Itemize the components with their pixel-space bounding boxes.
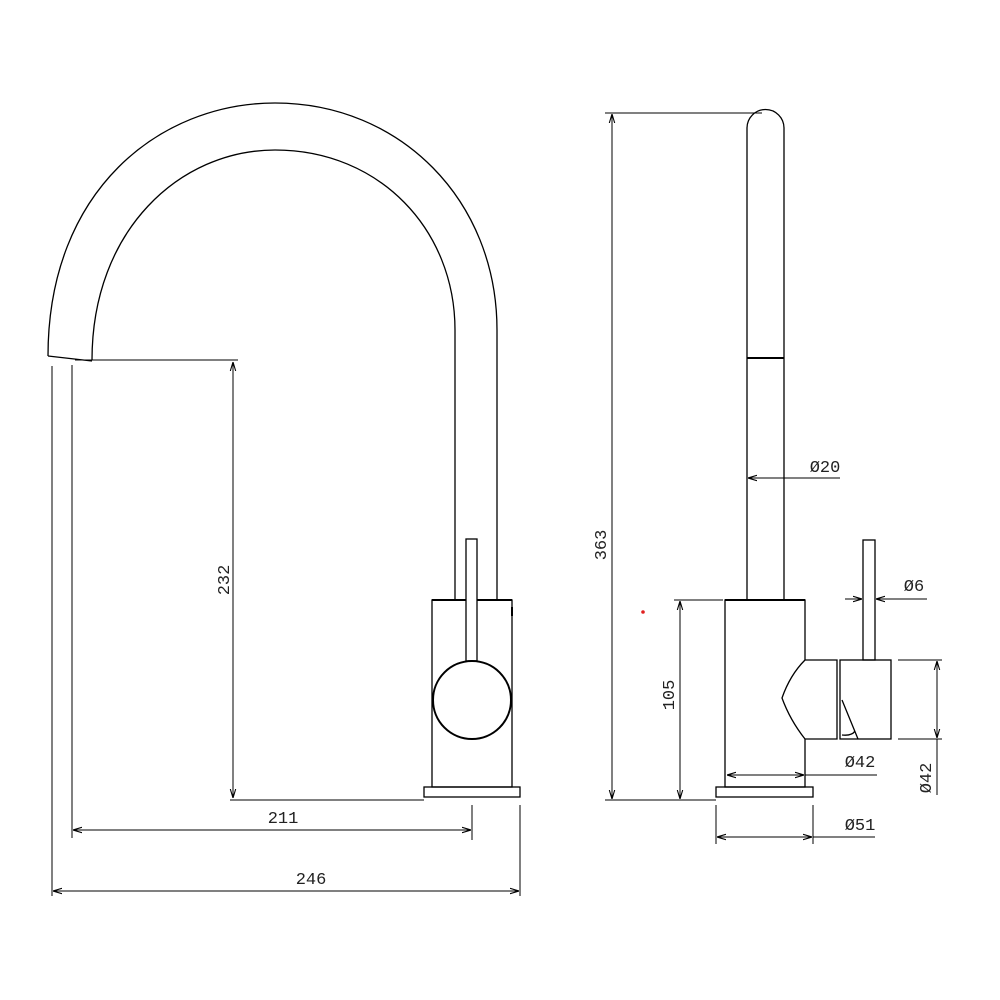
faucet-base [423,786,521,798]
marker-dot [641,610,645,614]
dimension-label-lever-diameter: Ø6 [904,578,924,597]
dimension-label-spout-diameter: Ø20 [810,459,841,478]
handle-cap [432,660,512,740]
dimension-label-body-diameter: Ø42 [845,754,876,773]
spout-inner-edge [91,149,456,600]
dimension-label-base-diameter: Ø51 [845,817,876,836]
side-view: 363 105 Ø20 Ø6 Ø42 Ø42 Ø51 [593,108,942,844]
dimension-label-overall-width: 246 [296,871,327,890]
dimension-label-spout-height: 232 [216,565,235,596]
faucet-base-side [715,786,814,798]
dimension-label-overall-height: 363 [593,530,612,561]
handle-block [839,659,892,740]
lever-stem [465,538,478,662]
handle-detail [841,699,859,740]
handle-collar [781,659,838,740]
spout-pipe [746,108,785,600]
front-view: 232 211 246 [47,102,521,896]
dimension-label-handle-diameter: Ø42 [918,763,937,794]
dimension-label-spout-reach: 211 [268,810,299,829]
dimension-label-body-height: 105 [661,680,680,711]
spout-outer-edge [47,102,498,600]
lever-stem-side [862,539,876,661]
